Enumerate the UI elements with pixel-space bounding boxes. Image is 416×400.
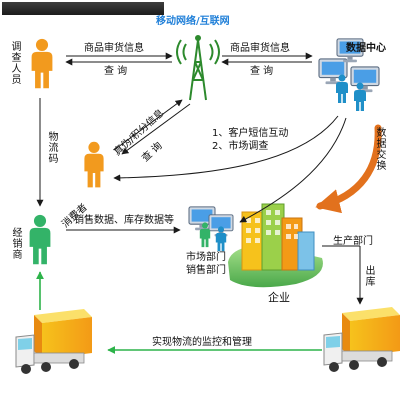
- person-icon-investigator: [31, 38, 53, 89]
- node-market: 市场部门: [186, 252, 226, 263]
- label-data-exchange: 数据交换: [376, 128, 387, 172]
- title-bar: [2, 2, 164, 15]
- edge-datacenter-to-consumer: [113, 115, 339, 182]
- label-interaction-1: 1、客户短信互动: [212, 128, 289, 139]
- label-outbound: 出库: [365, 266, 376, 288]
- label-query-left: 查 询: [104, 66, 128, 77]
- node-enterprise: 企业: [268, 291, 290, 304]
- label-query-right: 查 询: [250, 66, 274, 77]
- edge-tower-to-consumer: [121, 103, 191, 155]
- green-edges: [36, 271, 322, 354]
- network-label: 移动网络/互联网: [156, 16, 230, 27]
- label-monitoring: 实现物流的监控和管理: [152, 337, 252, 348]
- node-distributor: 经销商: [12, 228, 23, 261]
- edge-datacenter-to-market: [239, 117, 347, 223]
- label-sales-inventory: 销售数据、库存数据等: [74, 215, 174, 226]
- building-icon: [228, 203, 323, 288]
- truck-icon-left: [15, 308, 93, 375]
- market-sales-illustration: [188, 206, 234, 252]
- edge-consumer-to-tower: [113, 99, 183, 151]
- node-sales: 销售部门: [186, 265, 226, 276]
- label-product-query-right: 商品审货信息: [230, 43, 290, 54]
- truck-icon-right: [323, 306, 401, 373]
- label-interaction-2: 2、市场调查: [212, 141, 269, 152]
- person-icon-distributor: [29, 214, 51, 265]
- node-data-center: 数据中心: [346, 43, 386, 54]
- radio-tower-icon: [176, 35, 220, 101]
- node-investigator: 调查人员: [11, 42, 22, 86]
- node-production: 生产部门: [333, 236, 373, 247]
- label-product-query-left: 商品审货信息: [84, 43, 144, 54]
- person-icon-consumer: [84, 141, 104, 188]
- edge-data-exchange: [315, 124, 382, 214]
- edges: [36, 52, 364, 305]
- label-logistics-code: 物流码: [48, 132, 59, 165]
